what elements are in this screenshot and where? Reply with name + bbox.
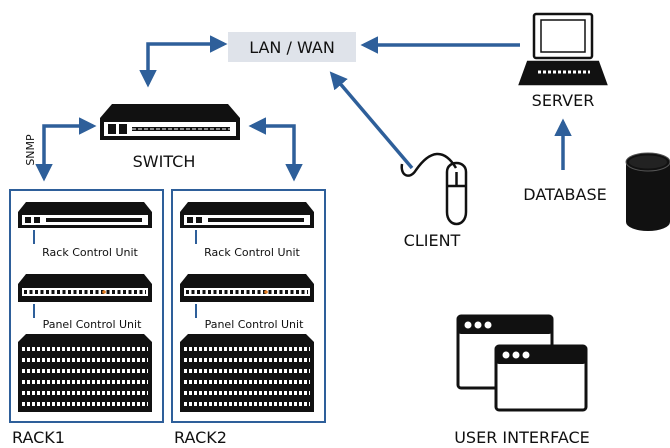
rack1-panel-unit-icon — [18, 274, 152, 318]
rack2-panel-unit-icon — [180, 274, 314, 318]
lan-wan-node: LAN / WAN — [228, 32, 356, 62]
database-label: DATABASE — [523, 185, 606, 204]
rack1-panel-unit-label: Panel Control Unit — [43, 318, 143, 331]
arrow-switch-rack2 — [248, 117, 303, 182]
rack2-panel-unit-label: Panel Control Unit — [205, 318, 305, 331]
server-label: SERVER — [532, 91, 595, 110]
rack2-control-unit-icon — [180, 202, 314, 244]
switch-label: SWITCH — [133, 152, 196, 171]
snmp-label: SNMP — [24, 134, 37, 166]
user-interface-label: USER INTERFACE — [454, 428, 590, 447]
rack2-panel-stack-icon — [180, 334, 314, 412]
rack1-panel-stack-icon — [18, 334, 152, 412]
client-label: CLIENT — [404, 231, 461, 250]
rack2-label: RACK2 — [174, 428, 227, 447]
server-icon — [518, 12, 608, 86]
arrow-client-to-network — [329, 71, 414, 170]
rack2: Rack Control Unit Panel Control Unit — [171, 189, 326, 423]
rack1-label: RACK1 — [12, 428, 65, 447]
rack2-control-unit-label: Rack Control Unit — [204, 246, 300, 259]
switch-icon — [100, 104, 240, 140]
arrow-network-switch — [139, 35, 228, 88]
rack1-control-unit-icon — [18, 202, 152, 244]
connection-arrows — [35, 35, 572, 182]
rack1: Rack Control Unit Panel Control Unit — [9, 189, 164, 423]
database-icon — [625, 152, 670, 231]
lan-wan-label: LAN / WAN — [249, 38, 335, 57]
window-icon — [456, 314, 588, 412]
arrow-switch-rack1 — [35, 117, 97, 182]
mouse-icon — [400, 152, 468, 226]
rack1-control-unit-label: Rack Control Unit — [42, 246, 138, 259]
